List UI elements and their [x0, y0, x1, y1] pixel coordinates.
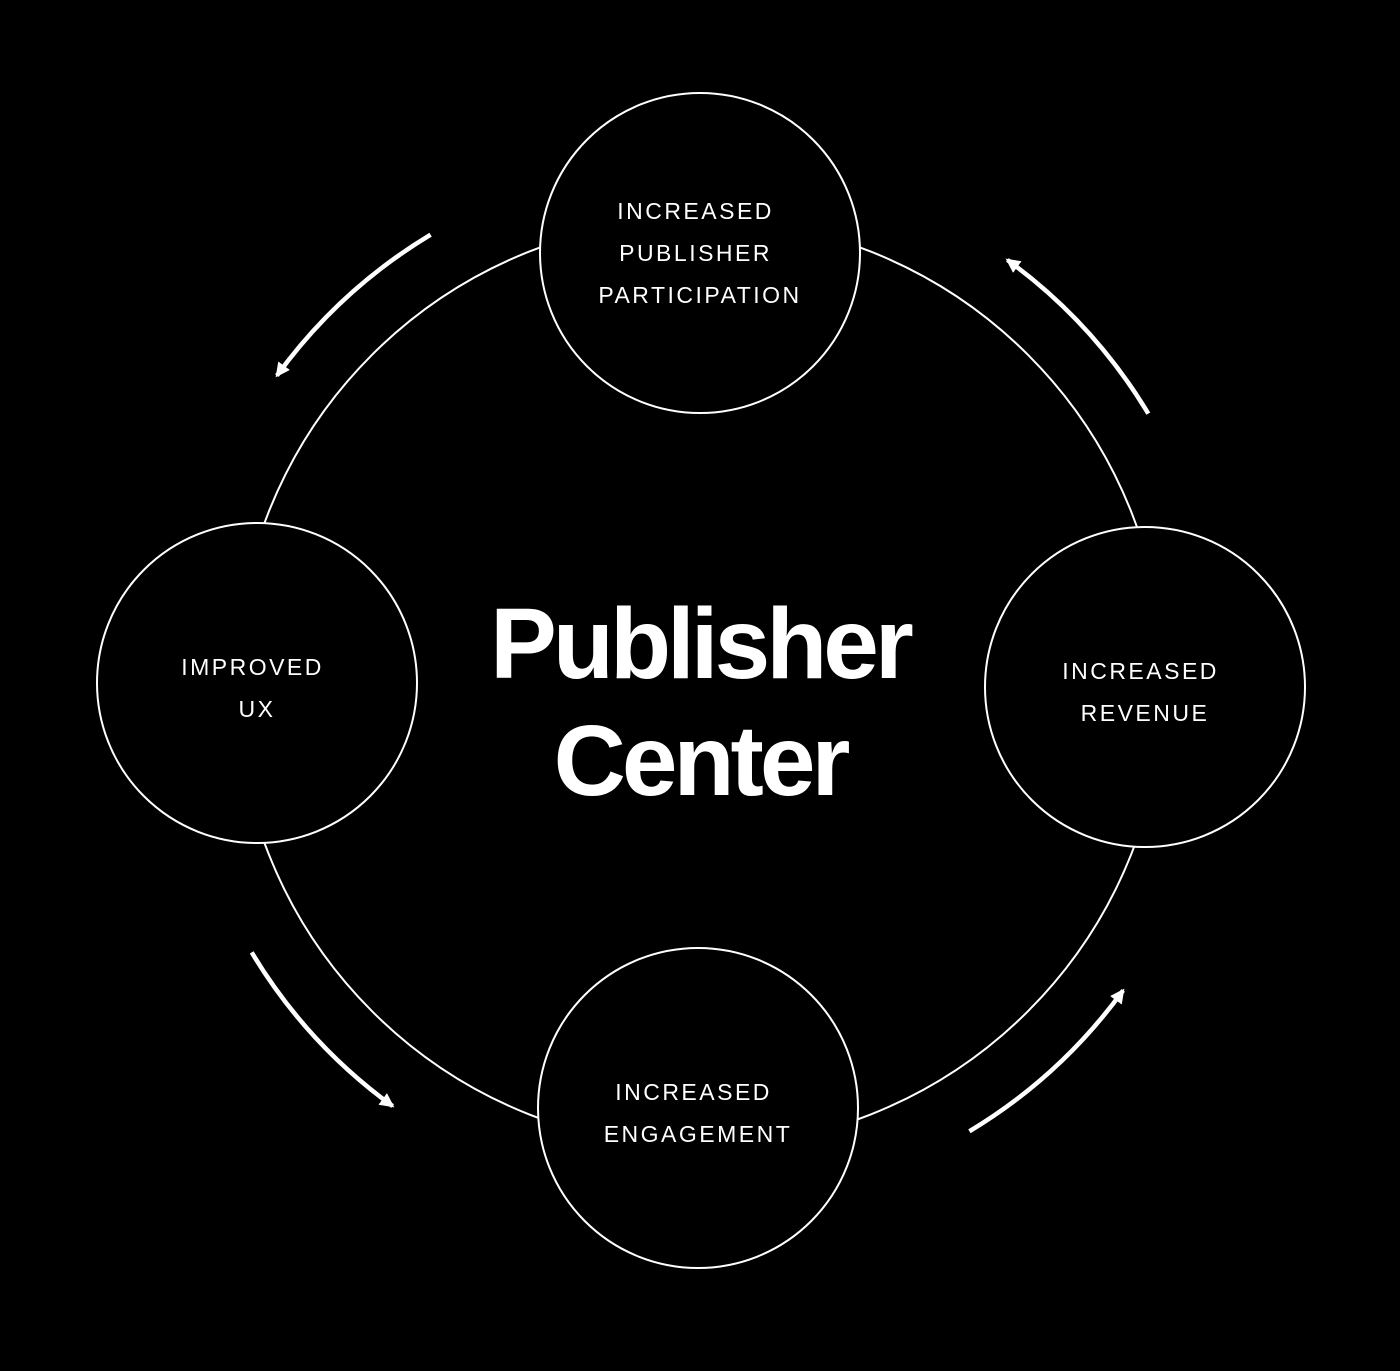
node-right-label: INCREASED REVENUE: [1062, 658, 1228, 726]
node-left-label-line1: IMPROVED: [181, 654, 324, 680]
node-right-label-line2: REVENUE: [1081, 700, 1210, 726]
node-left-label: IMPROVED UX: [181, 654, 333, 722]
arrow-bottom-to-right: [968, 988, 1125, 1134]
node-left-circle: [96, 522, 418, 844]
diagram-title: Publisher Center: [490, 588, 917, 817]
node-right-label-line1: INCREASED: [1062, 658, 1219, 684]
arrow-top-to-left: [275, 232, 432, 378]
node-right-circle: [984, 526, 1306, 848]
node-increased-revenue: INCREASED REVENUE: [984, 526, 1306, 848]
diagram-title-line2: Center: [554, 705, 850, 817]
node-bottom-label-line2: ENGAGEMENT: [604, 1121, 793, 1147]
arrow-right-to-top: [1005, 258, 1151, 415]
node-top-label-line2: PUBLISHER: [619, 240, 772, 266]
node-increased-publisher-participation: INCREASED PUBLISHER PARTICIPATION: [539, 92, 861, 414]
node-improved-ux: IMPROVED UX: [96, 522, 418, 844]
node-top-label-line3: PARTICIPATION: [598, 282, 801, 308]
diagram-title-line1: Publisher: [490, 588, 913, 700]
node-increased-engagement: INCREASED ENGAGEMENT: [537, 947, 859, 1269]
node-left-label-line2: UX: [239, 696, 276, 722]
node-bottom-circle: [537, 947, 859, 1269]
node-top-label-line1: INCREASED: [617, 198, 774, 224]
arrow-left-to-bottom: [249, 951, 395, 1108]
node-bottom-label: INCREASED ENGAGEMENT: [604, 1079, 793, 1147]
node-top-label: INCREASED PUBLISHER PARTICIPATION: [598, 198, 801, 308]
node-top-circle: [539, 92, 861, 414]
node-bottom-label-line1: INCREASED: [615, 1079, 772, 1105]
